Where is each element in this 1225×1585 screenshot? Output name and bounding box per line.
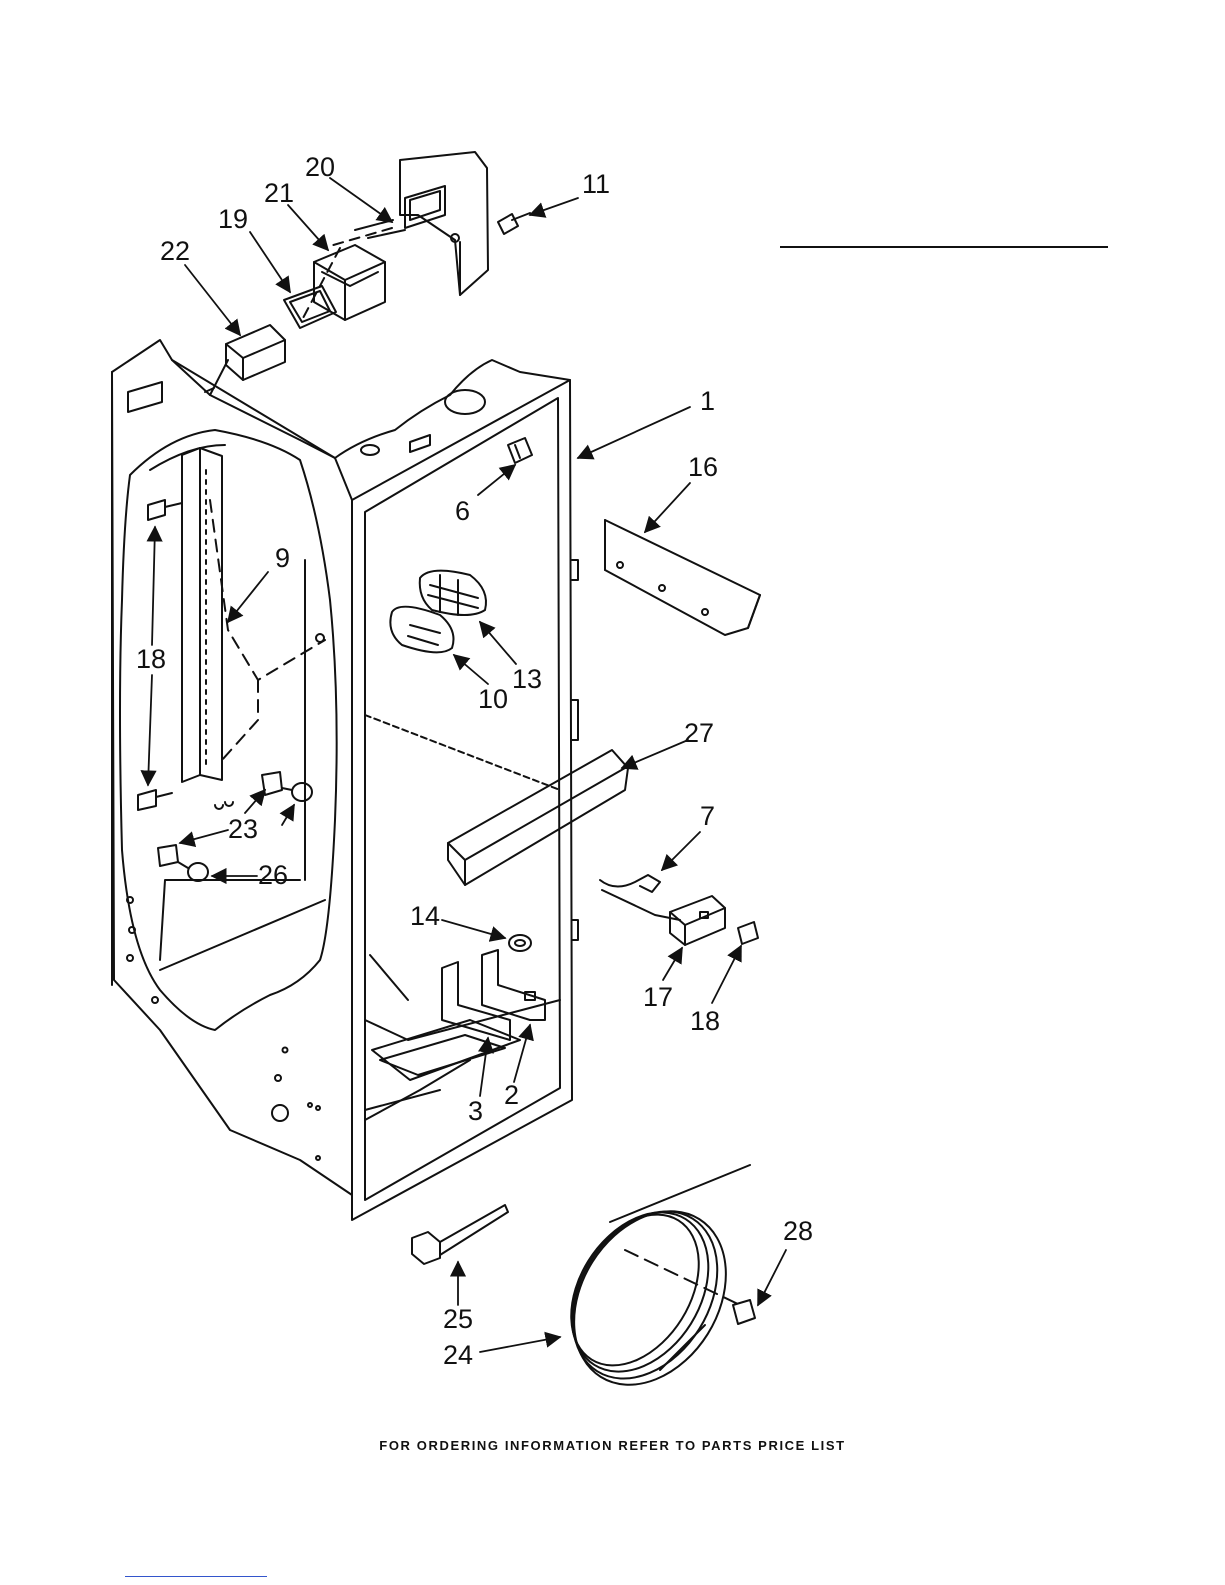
lamp-socket-upper xyxy=(262,772,282,795)
screw-28 xyxy=(733,1300,755,1324)
screw-upper-left xyxy=(148,500,182,520)
callout-21: 21 xyxy=(264,178,294,208)
callout-11: 11 xyxy=(582,169,610,199)
lamp-bulb-upper xyxy=(282,783,312,801)
leader-lines xyxy=(148,178,786,1352)
callout-9: 9 xyxy=(275,543,290,573)
link-underline xyxy=(125,1576,267,1577)
callout-14: 14 xyxy=(410,901,440,931)
callout-2: 2 xyxy=(504,1080,519,1110)
callout-labels: 20 21 19 22 11 1 16 6 9 18 13 10 27 23 2… xyxy=(136,152,813,1370)
callout-26: 26 xyxy=(258,860,288,890)
callout-17: 17 xyxy=(643,982,673,1012)
screw-lower-left xyxy=(138,790,172,810)
screw-18-right xyxy=(738,922,758,944)
header-rule xyxy=(780,246,1108,248)
lamp-bulb-lower xyxy=(178,862,208,881)
ordering-info-footer: FOR ORDERING INFORMATION REFER TO PARTS … xyxy=(0,1438,1225,1453)
callout-3: 3 xyxy=(468,1096,483,1126)
callout-13: 13 xyxy=(512,664,542,694)
plug-14 xyxy=(509,935,531,951)
callout-23: 23 xyxy=(228,814,258,844)
vent-grille-13 xyxy=(420,571,486,615)
screw-11 xyxy=(498,213,530,234)
callout-10: 10 xyxy=(478,684,508,714)
shelf-rail xyxy=(182,448,325,782)
callout-16: 16 xyxy=(688,452,718,482)
callout-7: 7 xyxy=(700,801,715,831)
callout-27: 27 xyxy=(684,718,714,748)
callout-22: 22 xyxy=(160,236,190,266)
lamp-socket-lower xyxy=(158,845,178,866)
callout-19: 19 xyxy=(218,204,248,234)
wire-harness-7 xyxy=(600,875,680,920)
control-assembly xyxy=(205,152,488,395)
clip-6 xyxy=(508,438,532,463)
callout-25: 25 xyxy=(443,1304,473,1334)
tubing-coil-24 xyxy=(543,1165,757,1413)
callout-6: 6 xyxy=(455,496,470,526)
callout-28: 28 xyxy=(783,1216,813,1246)
callout-1: 1 xyxy=(700,386,715,416)
bracket-2 xyxy=(482,950,545,1020)
callout-20: 20 xyxy=(305,152,335,182)
channel-16 xyxy=(605,520,760,635)
cable-tie-25 xyxy=(412,1205,508,1264)
callout-18-left: 18 xyxy=(136,644,166,674)
callout-18-right: 18 xyxy=(690,1006,720,1036)
cover-27 xyxy=(448,750,628,885)
callout-24: 24 xyxy=(443,1340,473,1370)
